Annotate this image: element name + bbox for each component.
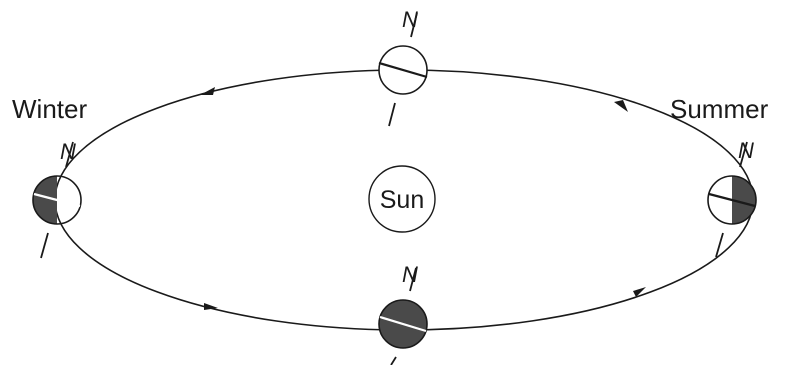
sun: Sun — [368, 165, 436, 233]
earth-top — [378, 12, 428, 127]
axis-north — [410, 12, 418, 38]
axis-south — [390, 356, 397, 365]
earth-bottom — [378, 267, 428, 365]
summer-label: Summer — [670, 94, 769, 124]
axis-south — [388, 102, 396, 127]
equator-line — [33, 192, 81, 208]
orbit-arrow-bottom-left — [204, 303, 218, 310]
winter-label: Winter — [12, 94, 87, 124]
axis-north — [65, 141, 74, 168]
axis-south — [715, 232, 724, 258]
axis-north — [409, 267, 417, 292]
equator-line — [379, 315, 427, 333]
orbit-arrow-top-left — [200, 87, 215, 95]
north-label-top: N — [402, 7, 418, 32]
north-label-winter: N — [60, 139, 76, 164]
equator-line — [378, 61, 428, 79]
orbit-arrow-top-right — [614, 100, 628, 112]
north-label-bottom: N — [402, 262, 418, 287]
north-label-summer: N — [738, 138, 754, 163]
earth-summer — [707, 141, 757, 258]
axis-north — [739, 141, 748, 168]
earth-winter — [32, 141, 82, 259]
sun-label: Sun — [380, 186, 424, 214]
orbit-arrow-bottom-right — [633, 287, 646, 297]
axis-south — [40, 232, 49, 259]
equator-line — [708, 192, 756, 208]
